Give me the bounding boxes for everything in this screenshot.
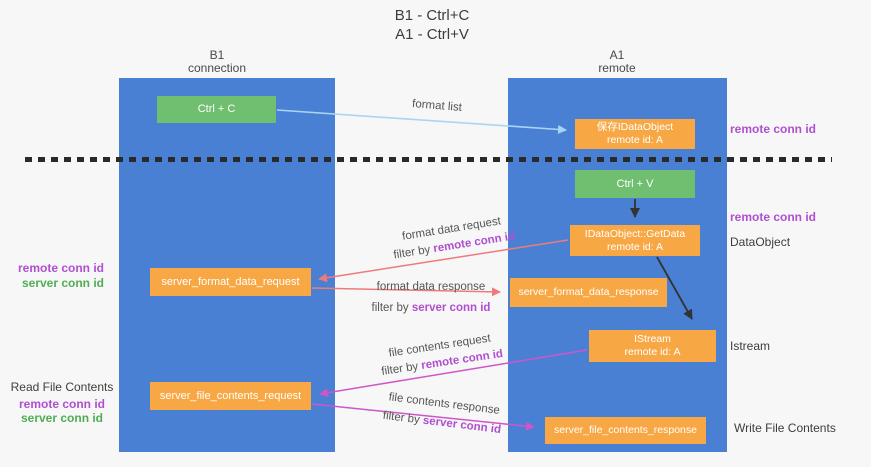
server-format-data-request-box: server_format_data_request [150,268,311,296]
server-conn-id-label-left: server conn id [21,276,104,290]
remote-conn-id-label-left: remote conn id [17,261,104,275]
column-a1-title: A1 [609,48,625,62]
read-file-contents-block: Read File Contents remote conn id server… [4,380,120,425]
column-b1-title: B1 [209,48,225,62]
server-format-data-request-label: server_format_data_request [161,275,300,288]
dataobject-label: DataObject [730,235,791,249]
server-conn-id-highlight: server conn id [411,302,491,314]
filter-by-text: filter by [382,409,421,427]
file-contents-request-label: file contents request filter by remote c… [374,329,508,382]
remote-conn-id-label-bottom-left: remote conn id [18,397,105,411]
left-conn-id-labels: remote conn id server conn id [10,261,104,291]
column-header-b1: B1 connection [167,49,267,75]
title-line-2: A1 - Ctrl+V [395,26,469,43]
filter-by-text: filter by [392,243,432,262]
remote-conn-id-label-mid-right: remote conn id [730,210,817,224]
server-file-contents-response-label: server_file_contents_response [553,424,697,436]
server-format-data-response-label: server_format_data_response [518,286,659,298]
istream-line2: remote id: A [624,346,681,358]
column-b1-subtitle: connection [187,61,247,75]
format-data-response-filter: filter by server conn id [370,298,492,319]
server-format-data-response-box: server_format_data_response [510,278,667,307]
filter-by-text: filter by [380,360,420,378]
format-data-request-label: format data request filter by remote con… [381,210,525,265]
column-header-a1: A1 remote [567,49,667,75]
ctrl-v-box: Ctrl + V [575,170,695,198]
server-file-contents-response-box: server_file_contents_response [545,417,706,444]
ctrl-c-label: Ctrl + C [197,103,236,115]
istream-box: IStream remote id: A [589,330,716,362]
format-data-response-label: format data response filter by server co… [370,277,492,319]
getdata-line2: remote id: A [606,240,664,253]
page-title: B1 - Ctrl+C A1 - Ctrl+V [332,6,532,44]
ctrl-c-box: Ctrl + C [157,96,276,123]
filter-by-text: filter by [371,302,409,314]
save-idataobject-line1: 保存IDataObject [596,121,674,133]
session-divider-dashed-line [25,157,832,162]
title-line-1: B1 - Ctrl+C [394,7,470,24]
idataobject-getdata-box: IDataObject::GetData remote id: A [570,225,700,256]
getdata-line1: IDataObject::GetData [584,227,686,240]
file-contents-response-label: file contents response filter by server … [378,387,508,440]
format-list-label: format list [411,98,463,114]
server-file-contents-request-label: server_file_contents_request [159,389,302,402]
column-a1-subtitle: remote [598,61,636,75]
ctrl-v-label: Ctrl + V [616,177,654,190]
remote-conn-id-label-top-right: remote conn id [730,122,817,136]
server-conn-id-label-bottom-left: server conn id [20,411,104,425]
format-data-response-text: format data response [376,281,486,293]
save-idataobject-box: 保存IDataObject remote id: A [575,119,695,149]
write-file-contents-label: Write File Contents [734,421,836,435]
server-file-contents-request-box: server_file_contents_request [150,382,311,410]
istream-line1: IStream [634,333,671,345]
save-idataobject-line2: remote id: A [606,134,664,146]
read-file-contents-label: Read File Contents [10,380,114,394]
istream-side-label: Istream [730,339,771,353]
